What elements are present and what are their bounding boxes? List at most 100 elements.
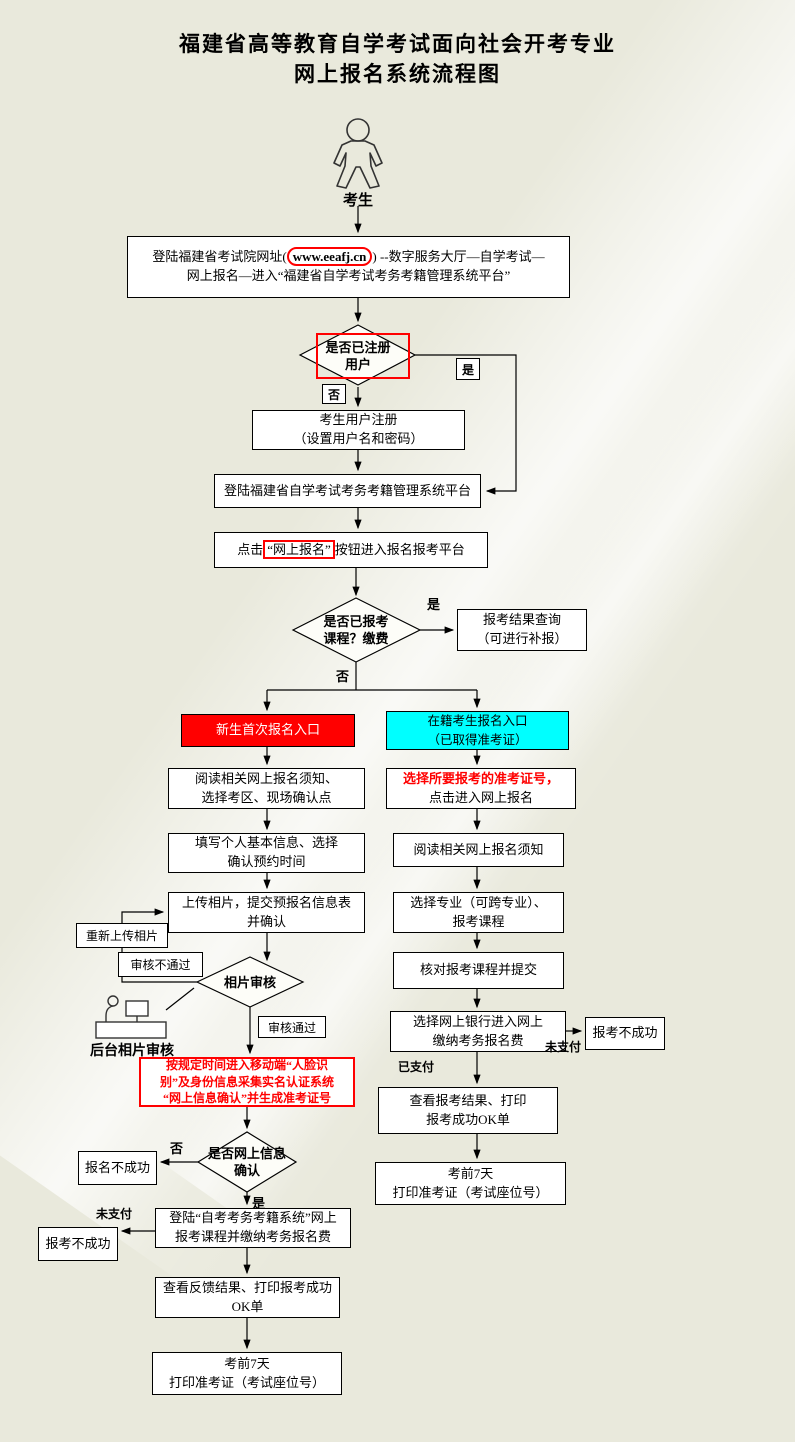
edge-label-no-confirm: 否: [170, 1141, 184, 1156]
node-right-choose-major: 选择专业（可跨专业）、 报考课程: [393, 892, 564, 933]
node-right-read-notice: 阅读相关网上报名须知: [393, 833, 564, 867]
edge-label-paid: 已支付: [398, 1060, 435, 1074]
decision-online-confirm-line1: 是否网上信息: [207, 1146, 286, 1161]
node-result-query: 报考结果查询 （可进行补报）: [457, 609, 587, 651]
left-enroll-fail-label: 报考不成功: [45, 1235, 111, 1251]
node-left-fill-info: 填写个人基本信息、选择 确认预约时间: [168, 833, 365, 873]
node-register: 考生用户注册 （设置用户名和密码）: [252, 410, 465, 450]
left-upload-photo-line1: 上传相片，提交预报名信息表: [181, 894, 351, 910]
node-right-choose-ticket: 选择所要报考的准考证号， 点击进入网上报名: [386, 768, 576, 809]
edge-label-yes-confirm: 是: [252, 1196, 266, 1211]
left-print-ticket-line2: 打印准考证（考试座位号）: [168, 1374, 325, 1390]
node-left-enroll-fail: 报考不成功: [38, 1227, 118, 1261]
left-feedback-line2: OK单: [231, 1298, 264, 1314]
diamond-photo-review: [195, 956, 305, 1008]
node-right-view-result: 查看报考结果、打印 报考成功OK单: [378, 1087, 558, 1134]
edge-label-no-enrolled: 否: [336, 669, 350, 684]
page-title-line2: 网上报名系统流程图: [294, 62, 501, 86]
right-print-ticket-line1: 考前7天: [447, 1165, 494, 1181]
node-right-print-ticket: 考前7天 打印准考证（考试座位号）: [375, 1162, 566, 1205]
face-auth-line1: 按规定时间进入移动端“人脸识: [165, 1058, 328, 1073]
right-read-notice-line1: 阅读相关网上报名须知: [413, 841, 544, 857]
node-left-upload-photo: 上传相片，提交预报名信息表 并确认: [168, 892, 365, 933]
edge-label-yes-enrolled: 是: [427, 597, 441, 612]
backend-reviewer-icon: [95, 995, 167, 1039]
left-pay-course-line1: 登陆“自考考务考籍系统”网上: [169, 1210, 337, 1226]
decision-online-confirm-line2: 确认: [233, 1162, 260, 1178]
label-review-pass: 审核通过: [258, 1016, 326, 1038]
node-right-verify-courses: 核对报考课程并提交: [393, 952, 564, 989]
right-choose-ticket-line1: 选择所要报考的准考证号，: [402, 770, 559, 786]
login-portal-text-pre: 登陆福建省考试院网址(: [152, 249, 287, 265]
returning-entry-line1: 在籍考生报名入口: [427, 714, 528, 729]
right-view-result-line2: 报考成功OK单: [426, 1111, 510, 1127]
label-review-fail: 审核不通过: [118, 952, 203, 977]
new-student-entry-label: 新生首次报名入口: [215, 722, 320, 738]
node-left-feedback: 查看反馈结果、打印报考成功 OK单: [155, 1277, 340, 1318]
left-read-notice-line2: 选择考区、现场确认点: [201, 789, 332, 805]
login-portal-url-highlighted: www.eeafj.cn: [286, 247, 373, 267]
right-pay-online-line1: 选择网上银行进入网上: [412, 1013, 543, 1029]
decision-online-confirm-text: 是否网上信息 确认: [198, 1146, 296, 1180]
left-print-ticket-line1: 考前7天: [224, 1355, 270, 1371]
click-enroll-pre: 点击: [237, 541, 264, 557]
right-choose-major-line1: 选择专业（可跨专业）、: [410, 894, 547, 910]
click-enroll-highlighted: “网上报名”: [263, 539, 335, 559]
label-backend-review: 后台相片审核: [90, 1044, 174, 1059]
right-view-result-line1: 查看报考结果、打印: [409, 1092, 527, 1108]
returning-entry-line2: （已取得准考证）: [427, 732, 528, 747]
node-left-print-ticket: 考前7天 打印准考证（考试座位号）: [152, 1352, 342, 1395]
decision-registered-line1: 是否已注册: [325, 340, 391, 355]
node-left-read-notice: 阅读相关网上报名须知、 选择考区、现场确认点: [168, 768, 365, 809]
decision-enrolled-line1: 是否已报考: [323, 614, 389, 629]
flow-line-backend: [165, 987, 195, 1011]
page-title-line1: 福建省高等教育自学考试面向社会开考专业: [179, 32, 616, 56]
node-reupload-photo: 重新上传相片: [76, 923, 168, 948]
left-pay-course-line2: 报考课程并缴纳考务报名费: [174, 1229, 331, 1244]
diamond-registered-check: [298, 324, 417, 386]
register-line2: （设置用户名和密码）: [293, 431, 424, 446]
left-fill-info-line1: 填写个人基本信息、选择: [194, 835, 338, 851]
diamond-enrolled-check: [291, 597, 422, 663]
decision-enrolled-line2: 课程？缴费: [323, 630, 389, 646]
candidate-person-icon: [333, 118, 383, 189]
node-returning-entry: 在籍考生报名入口 （已取得准考证）: [386, 711, 569, 750]
right-choose-ticket-line2: 点击进入网上报名: [428, 789, 533, 805]
left-feedback-line1: 查看反馈结果、打印报考成功: [162, 1279, 332, 1295]
edge-label-no-registered: 否: [322, 384, 346, 404]
result-query-line2: （可进行补报）: [476, 631, 568, 646]
right-verify-courses-line1: 核对报考课程并提交: [419, 962, 537, 978]
right-pay-online-line2: 缴纳考务报名费: [432, 1032, 524, 1048]
result-query-line1: 报考结果查询: [482, 612, 561, 628]
node-signup-fail: 报名不成功: [78, 1151, 157, 1185]
diamond-online-confirm: [196, 1131, 298, 1193]
node-left-pay-course: 登陆“自考考务考籍系统”网上 报考课程并缴纳考务报名费: [155, 1208, 351, 1248]
face-auth-line2: 别”及身份信息采集实名认证系统: [159, 1074, 334, 1089]
right-choose-major-line2: 报考课程: [452, 913, 505, 929]
login-portal-text-post: ) --数字服务大厅—自学考试—: [372, 249, 545, 265]
login-portal-text-line2: 网上报名—进入“福建省自学考试考务考籍管理系统平台”: [186, 268, 511, 283]
right-print-ticket-line2: 打印准考证（考试座位号）: [392, 1184, 549, 1200]
right-enroll-fail-label: 报考不成功: [592, 1025, 658, 1041]
click-enroll-post: 按钮进入报名报考平台: [334, 541, 465, 557]
flow-arrow-yes-registered: [415, 354, 517, 495]
left-upload-photo-line2: 并确认: [246, 913, 286, 929]
decision-registered-line2: 用户: [344, 356, 371, 372]
node-login-system: 登陆福建省自学考试考务考籍管理系统平台: [214, 474, 481, 508]
decision-enrolled-text: 是否已报考 课程？缴费: [293, 614, 419, 648]
edge-label-unpaid-right: 未支付: [545, 1040, 582, 1054]
left-read-notice-line1: 阅读相关网上报名须知、: [194, 770, 338, 786]
register-line1: 考生用户注册: [319, 412, 398, 428]
edge-label-unpaid-left: 未支付: [96, 1207, 133, 1221]
left-fill-info-line2: 确认预约时间: [227, 854, 306, 869]
decision-photo-review-text: 相片审核: [223, 975, 276, 990]
node-face-auth: 按规定时间进入移动端“人脸识 别”及身份信息采集实名认证系统 “网上信息确认”并…: [139, 1057, 355, 1107]
login-system-line1: 登陆福建省自学考试考务考籍管理系统平台: [223, 482, 471, 498]
face-auth-line3: “网上信息确认”并生成准考证号: [162, 1091, 331, 1106]
edge-label-yes-registered: 是: [456, 358, 480, 380]
node-right-enroll-fail: 报考不成功: [585, 1017, 665, 1050]
node-new-student-entry: 新生首次报名入口: [181, 714, 355, 747]
decision-registered-text: 是否已注册 用户: [300, 340, 416, 374]
